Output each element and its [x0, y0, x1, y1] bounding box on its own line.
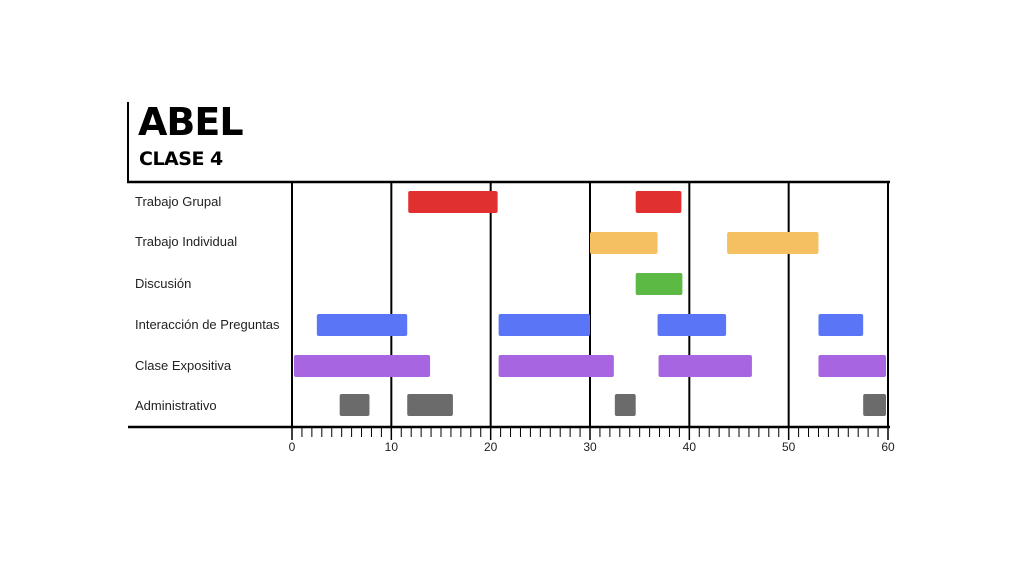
chart-title: ABEL: [138, 100, 244, 144]
tick-label-30: 30: [583, 440, 597, 454]
row-label-administrativo: Administrativo: [135, 398, 217, 413]
row-label-trabajo-individual: Trabajo Individual: [135, 234, 238, 249]
tick-label-10: 10: [385, 440, 399, 454]
row-label-interaccion-preguntas: Interacción de Preguntas: [135, 317, 280, 332]
bar-clase-expositiva-1: [498, 355, 614, 377]
row-label-discusion: Discusión: [135, 276, 192, 291]
chart-subtitle: CLASE 4: [139, 148, 223, 170]
bar-administrativo-0: [339, 394, 370, 416]
bar-clase-expositiva-0: [293, 355, 431, 377]
bar-administrativo-3: [863, 394, 887, 416]
tick-label-60: 60: [881, 440, 895, 454]
bar-clase-expositiva-3: [818, 355, 887, 377]
tick-label-0: 0: [289, 440, 296, 454]
bar-trabajo-individual-1: [727, 232, 819, 254]
tick-label-50: 50: [782, 440, 796, 454]
row-label-clase-expositiva: Clase Expositiva: [135, 358, 232, 373]
tick-label-20: 20: [484, 440, 498, 454]
bar-trabajo-individual-0: [590, 232, 658, 254]
row-label-trabajo-grupal: Trabajo Grupal: [135, 194, 222, 209]
bar-interaccion-de-preguntas-0: [316, 314, 408, 336]
bar-trabajo-grupal-1: [635, 191, 682, 213]
bar-interaccion-de-preguntas-3: [818, 314, 864, 336]
bar-discusion-0: [635, 273, 683, 295]
bar-trabajo-grupal-0: [408, 191, 498, 213]
bar-interaccion-de-preguntas-1: [498, 314, 590, 336]
bar-interaccion-de-preguntas-2: [657, 314, 727, 336]
tick-label-40: 40: [683, 440, 697, 454]
bar-administrativo-2: [614, 394, 636, 416]
bar-clase-expositiva-2: [658, 355, 752, 377]
bar-administrativo-1: [407, 394, 453, 416]
